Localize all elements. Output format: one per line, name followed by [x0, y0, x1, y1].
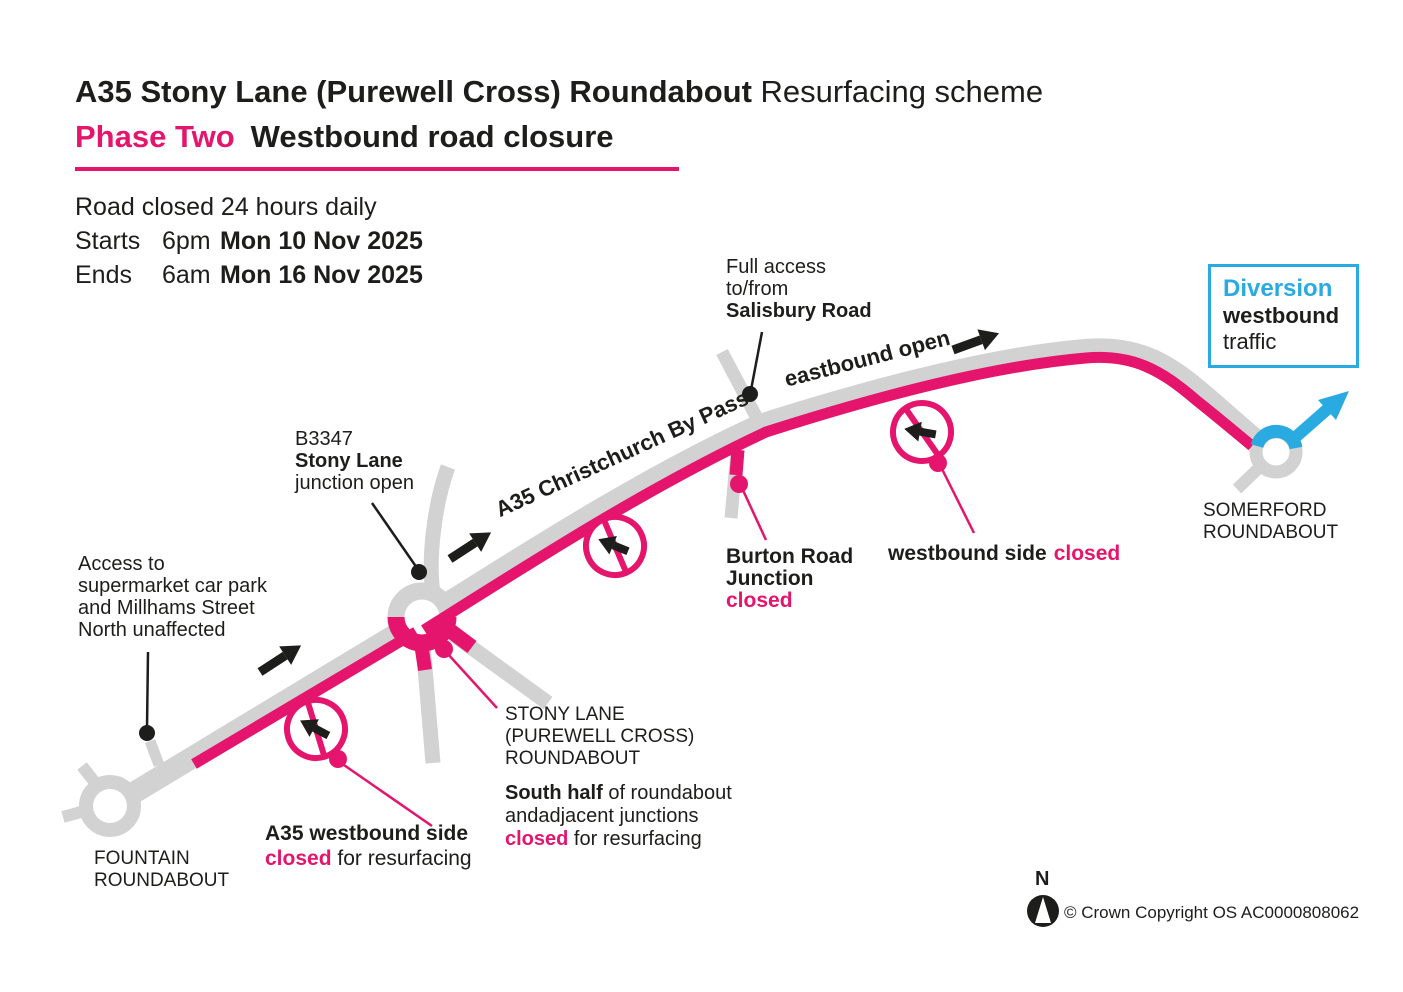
b3347-line1: B3347	[295, 428, 353, 450]
south-half-closed-text: closed	[505, 828, 569, 850]
diversion-line2: westbound	[1223, 303, 1340, 328]
black-leaders	[145, 331, 764, 729]
no-entry-icon-east	[888, 398, 955, 465]
phase-label: Phase Two	[75, 119, 235, 154]
burton-closed-text: closed	[726, 589, 793, 612]
compass-north-label: N	[1035, 868, 1050, 890]
b3347-line2: Stony Lane	[295, 450, 403, 472]
pink-rule	[75, 167, 679, 171]
b3347-junction-label: B3347 Stony Lane junction open	[295, 428, 414, 494]
south-half-line2: andadjacent junctions	[505, 805, 699, 827]
closure-schedule: Road closed 24 hours daily Starts 6pm Mo…	[75, 190, 423, 292]
supermarket-dot	[139, 725, 155, 741]
westbound-closed-dot	[929, 454, 947, 472]
diversion-arrowhead	[1318, 391, 1349, 420]
salisbury-leader	[749, 331, 764, 391]
ends-date: Mon 16 Nov 2025	[220, 261, 423, 289]
starts-label: Starts	[75, 227, 141, 255]
black-leader-dots	[139, 386, 758, 741]
south-half-closed-label: South half of roundabout andadjacent jun…	[505, 782, 732, 851]
b3347-dot	[411, 564, 427, 580]
subtitle-text: Westbound road closure	[250, 119, 614, 154]
pink-leaders	[340, 466, 976, 828]
eastbound-arrow-1	[254, 636, 307, 681]
fountain-roundabout-label: FOUNTAIN ROUNDABOUT	[94, 848, 230, 891]
closed-s-junction-stub	[414, 641, 432, 672]
salisbury-line1: Full access	[726, 256, 827, 278]
road-supermarket-access	[144, 739, 165, 767]
ends-label: Ends	[75, 261, 132, 289]
burton-road-label: Burton Road Junction closed	[726, 545, 854, 612]
page-subtitle: Phase Two Westbound road closure	[75, 117, 614, 157]
b3347-line3: junction open	[295, 472, 414, 494]
closed-se-junction-stub	[439, 620, 477, 653]
a35-westbound-closed-label: A35 westbound side closed for resurfacin…	[265, 821, 472, 871]
diversion-title: Diversion	[1223, 275, 1333, 302]
road-a35-west	[106, 610, 426, 816]
schedule-ends: Ends 6am Mon 16 Nov 2025	[75, 258, 423, 292]
burton-leader	[740, 487, 768, 541]
stony-rbt-dot	[435, 640, 453, 658]
salisbury-dot	[742, 386, 758, 402]
starts-date: Mon 10 Nov 2025	[220, 227, 423, 255]
salisbury-line2: to/from	[726, 278, 789, 300]
diversion-shaft	[1286, 401, 1335, 447]
diversion-line3: traffic	[1223, 329, 1277, 354]
closure-hours: Road closed 24 hours daily	[75, 193, 377, 221]
schedule-line-1: Road closed 24 hours daily	[75, 190, 423, 224]
salisbury-line3: Salisbury Road	[726, 300, 872, 322]
south-half-line3: closed for resurfacing	[505, 828, 702, 850]
starts-time: 6pm	[162, 227, 211, 255]
eastbound-arrow-2	[444, 523, 497, 568]
diversion-route	[1250, 391, 1349, 450]
supermarket-leader	[145, 651, 150, 729]
title-regular: Resurfacing scheme	[751, 74, 1044, 109]
a35wb-dot	[329, 750, 347, 768]
page-title: A35 Stony Lane (Purewell Cross) Roundabo…	[75, 72, 1043, 112]
closed-a35-west	[191, 627, 419, 769]
pink-leader-dots	[329, 454, 947, 768]
westbound-closed-text: closed	[1053, 542, 1121, 565]
fountain-roundabout	[79, 775, 141, 837]
salisbury-road-label: Full access to/from Salisbury Road	[726, 256, 872, 322]
copyright-notice: © Crown Copyright OS AC0000808062	[1064, 903, 1360, 922]
schedule-starts: Starts 6pm Mon 10 Nov 2025	[75, 224, 423, 258]
a35wb-closed-text: closed	[265, 847, 332, 870]
ends-time: 6am	[162, 261, 211, 289]
road-a35-bypass	[412, 338, 1269, 632]
somerford-roundabout-label: SOMERFORD ROUNDABOUT	[1203, 500, 1339, 543]
stony-rbt-leader	[446, 652, 498, 709]
westbound-closed-leader	[939, 466, 976, 534]
compass-icon	[1027, 895, 1059, 927]
title-bold: A35 Stony Lane (Purewell Cross) Roundabo…	[75, 74, 752, 109]
supermarket-access-label: Access to supermarket car park and Millh…	[78, 553, 267, 641]
road-b3347-stony-lane	[423, 464, 456, 595]
diversion-box: Diversion westbound traffic	[1208, 264, 1359, 368]
a35wb-line1: A35 westbound side	[265, 822, 469, 845]
roundabouts	[79, 425, 1303, 837]
south-half-line1: South half of roundabout	[505, 782, 732, 804]
a35wb-line2: closed for resurfacing	[265, 847, 472, 870]
a35wb-leader	[340, 761, 433, 828]
b3347-leader	[370, 502, 419, 569]
stony-lane-roundabout-label: STONY LANE (PUREWELL CROSS) ROUNDABOUT	[505, 704, 695, 769]
road-salisbury	[716, 348, 766, 428]
burton-dot	[730, 475, 748, 493]
closed-burton-stub	[729, 449, 745, 476]
